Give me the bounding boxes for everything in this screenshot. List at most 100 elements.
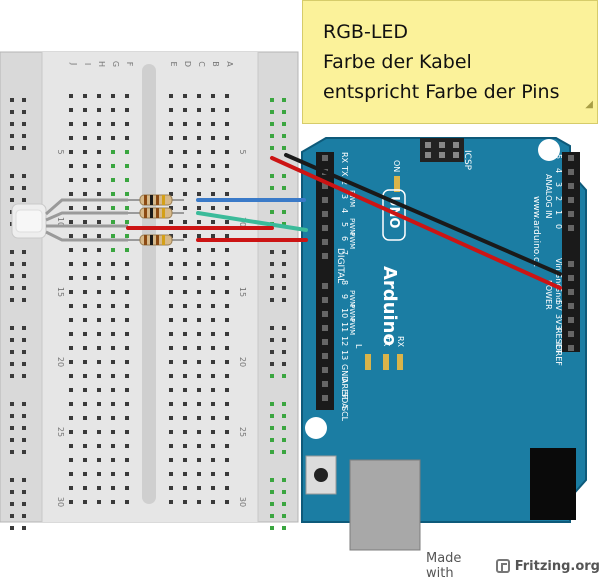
power-pin-label: Vin <box>554 258 563 271</box>
rail-hole <box>22 198 26 202</box>
rail-hole <box>22 450 26 454</box>
breadboard-hole <box>125 192 129 196</box>
breadboard-hole <box>69 150 73 154</box>
breadboard-hole <box>83 220 87 224</box>
rail-hole <box>282 274 286 278</box>
rail-hole <box>270 174 274 178</box>
breadboard-hole <box>183 374 187 378</box>
breadboard-hole <box>211 500 215 504</box>
analog-pin-label: 2 <box>554 196 563 201</box>
digital-pin-label: 11 <box>340 322 349 332</box>
breadboard-hole <box>169 388 173 392</box>
breadboard-hole <box>183 290 187 294</box>
breadboard-hole <box>69 234 73 238</box>
breadboard-hole <box>69 402 73 406</box>
breadboard-hole <box>83 178 87 182</box>
breadboard-hole <box>83 276 87 280</box>
breadboard-hole <box>97 458 101 462</box>
website-label: www.arduino.cc <box>531 196 541 267</box>
breadboard-hole <box>211 374 215 378</box>
breadboard-hole <box>125 220 129 224</box>
breadboard-hole <box>83 290 87 294</box>
breadboard-hole <box>125 108 129 112</box>
breadboard-hole <box>197 290 201 294</box>
mount-hole <box>305 417 327 439</box>
breadboard-hole <box>83 500 87 504</box>
breadboard-hole <box>169 122 173 126</box>
analog-pin-label: 4 <box>554 168 563 173</box>
row-number-right: 5 <box>238 149 247 154</box>
rail-hole <box>270 426 274 430</box>
board-name-label: Arduino <box>379 266 400 346</box>
rail-hole <box>282 502 286 506</box>
breadboard-hole <box>183 402 187 406</box>
rail-hole <box>270 478 274 482</box>
breadboard-hole <box>69 458 73 462</box>
rail-hole <box>270 186 274 190</box>
breadboard-hole <box>225 164 229 168</box>
breadboard-hole <box>225 304 229 308</box>
breadboard-hole <box>125 290 129 294</box>
column-letter: A <box>225 61 234 67</box>
breadboard-hole <box>211 430 215 434</box>
breadboard-hole <box>225 262 229 266</box>
breadboard-hole <box>69 136 73 140</box>
breadboard-hole <box>225 374 229 378</box>
breadboard-hole <box>183 304 187 308</box>
breadboard-hole <box>125 136 129 140</box>
breadboard-hole <box>69 220 73 224</box>
breadboard-hole <box>111 150 115 154</box>
breadboard-hole <box>211 346 215 350</box>
breadboard-hole <box>83 444 87 448</box>
breadboard-hole <box>169 430 173 434</box>
breadboard-hole <box>169 248 173 252</box>
rail-hole <box>10 402 14 406</box>
breadboard-hole <box>183 234 187 238</box>
digital-pin-label: TX <box>340 165 349 177</box>
rail-hole <box>22 514 26 518</box>
rail-hole <box>282 438 286 442</box>
rail-hole <box>22 502 26 506</box>
breadboard-hole <box>225 220 229 224</box>
breadboard-hole <box>197 234 201 238</box>
digital-pin-label: 4 <box>340 208 349 213</box>
breadboard-hole <box>97 304 101 308</box>
rail-hole <box>282 426 286 430</box>
breadboard-hole <box>225 108 229 112</box>
breadboard-hole <box>225 458 229 462</box>
breadboard-hole <box>197 374 201 378</box>
breadboard-hole <box>111 136 115 140</box>
breadboard-hole <box>169 458 173 462</box>
breadboard-hole <box>69 486 73 490</box>
reset-button-cap[interactable] <box>314 468 328 482</box>
breadboard-hole <box>183 122 187 126</box>
breadboard-hole <box>83 346 87 350</box>
breadboard-hole <box>225 416 229 420</box>
breadboard-hole <box>197 444 201 448</box>
column-letter: C <box>197 61 206 67</box>
breadboard-hole <box>183 94 187 98</box>
breadboard-hole <box>69 360 73 364</box>
digital-header <box>316 152 334 410</box>
note-line-3: entspricht Farbe der Pins <box>323 81 560 103</box>
breadboard-hole <box>183 262 187 266</box>
breadboard-hole <box>169 290 173 294</box>
breadboard-hole <box>225 430 229 434</box>
tx-led <box>383 354 389 370</box>
rail-hole <box>282 450 286 454</box>
breadboard-hole <box>183 276 187 280</box>
breadboard-hole <box>111 402 115 406</box>
rail-hole <box>22 274 26 278</box>
breadboard-hole <box>83 318 87 322</box>
digital-pin <box>322 155 328 161</box>
rail-hole <box>22 262 26 266</box>
breadboard-hole <box>83 164 87 168</box>
breadboard-hole <box>197 276 201 280</box>
annotation-note: RGB-LED Farbe der Kabel entspricht Farbe… <box>302 0 598 124</box>
breadboard-hole <box>69 346 73 350</box>
breadboard-hole <box>183 192 187 196</box>
breadboard-hole <box>183 248 187 252</box>
rail-hole <box>282 350 286 354</box>
rail-hole <box>270 350 274 354</box>
